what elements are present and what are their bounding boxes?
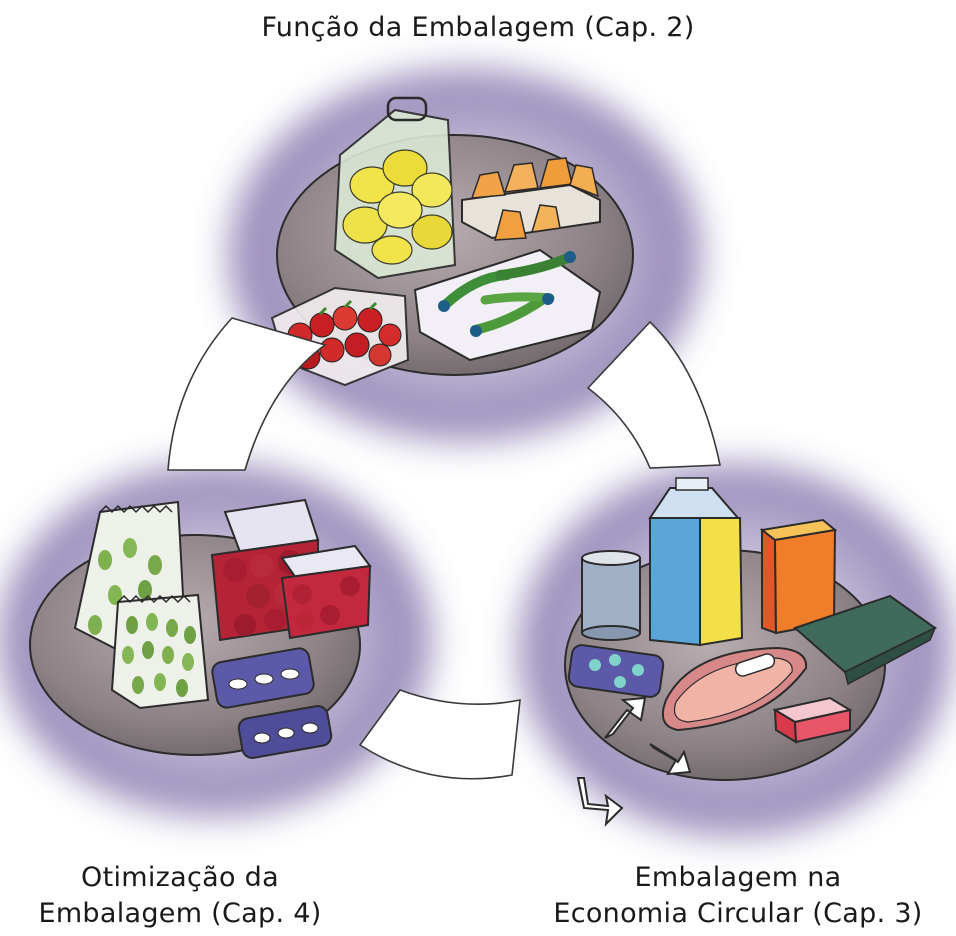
vignette-circular-economy	[520, 465, 950, 835]
soap-box-icon	[772, 696, 853, 744]
label-line: Economia Circular (Cap. 3)	[553, 898, 923, 929]
cycle-label-circular-economy: Embalagem na Economia Circular (Cap. 3)	[520, 860, 956, 932]
label-line: Embalagem (Cap. 4)	[38, 898, 322, 929]
cycle-label-packaging-function: Função da Embalagem (Cap. 2)	[261, 12, 695, 43]
pouch-icon	[793, 594, 937, 686]
potato-bag-icon	[333, 96, 457, 280]
milk-carton-icon	[648, 477, 744, 647]
blister-pack-icon	[237, 705, 333, 759]
vignette-packaging-function	[230, 70, 700, 440]
label-line: Embalagem na	[634, 862, 842, 893]
circular-arrow-icon	[586, 320, 721, 469]
recycle-icon	[576, 696, 692, 827]
juice-carton-icon	[759, 518, 838, 635]
egg-carton-icon	[461, 157, 601, 241]
tin-can-icon	[581, 550, 641, 641]
bean-bag-icon	[110, 593, 210, 710]
blister-pack-icon	[567, 644, 665, 698]
blister-pack-icon	[211, 647, 315, 709]
cycle-label-packaging-optimization: Otimização da Embalagem (Cap. 4)	[20, 860, 340, 932]
fish-tin-icon	[662, 646, 808, 732]
circular-arrow-icon	[167, 317, 327, 471]
pepper-tray-icon	[413, 248, 602, 362]
circular-arrow-icon	[358, 689, 521, 780]
cherry-box-icon	[280, 544, 372, 640]
label-line: Otimização da	[81, 862, 279, 893]
vignette-packaging-optimization	[0, 465, 430, 815]
